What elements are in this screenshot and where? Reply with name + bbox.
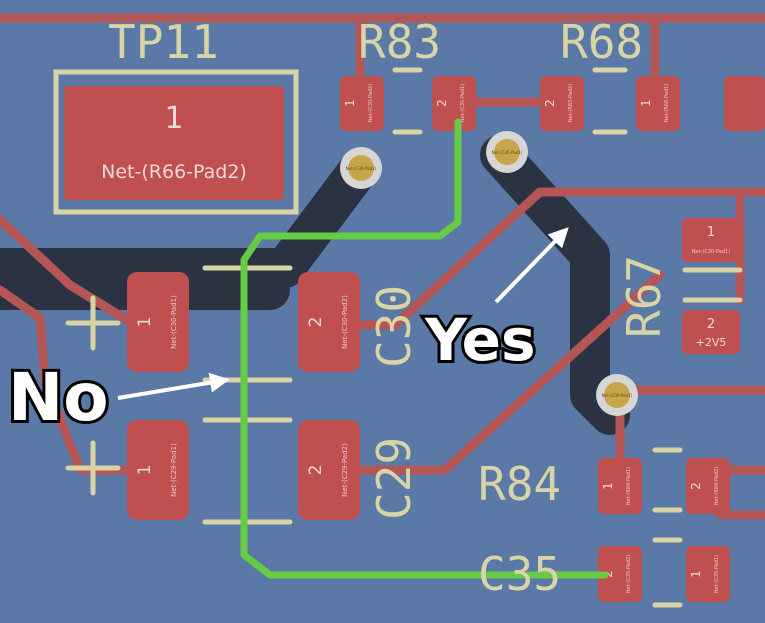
c30-pad-2-net: Net-(C30-Pad2) [341, 295, 349, 349]
r84-pad-1-net: Net-(R84-Pad1) [626, 467, 632, 505]
yes-annotation: Yes [424, 306, 536, 374]
via-2[interactable]: Net-(C35-Pad1) [486, 131, 528, 173]
ref-tp11: TP11 [108, 15, 219, 69]
yes-arrow [494, 227, 569, 304]
via-3[interactable]: Net-(C30-Pad1) [596, 374, 638, 416]
r68-pad-1[interactable] [636, 76, 680, 131]
r83-pad-1-net: Net-(C30-Pad2) [368, 84, 374, 122]
r83-pad-1-number: 1 [343, 99, 357, 107]
edge-pad[interactable] [724, 76, 765, 131]
via-3-net: Net-(C30-Pad1) [602, 393, 633, 398]
c30-pad-2-number: 2 [306, 317, 326, 328]
via-1[interactable]: Net-(C30-Pad2) [340, 147, 382, 189]
ref-c30: C30 [367, 285, 421, 368]
r83-pad-1[interactable] [340, 76, 384, 131]
r84-pad-1[interactable] [598, 458, 642, 514]
c29-pad-2-number: 2 [306, 465, 326, 476]
r84-pad-2[interactable] [686, 458, 730, 514]
r83-pad-2-net: Net-(C35-Pad1) [460, 84, 466, 122]
ref-r84: R84 [478, 457, 561, 511]
tp11-pin-number: 1 [164, 101, 183, 136]
via-2-net: Net-(C35-Pad1) [492, 150, 523, 155]
c29-pad-1[interactable] [127, 420, 189, 520]
r67-pad-2-number: 2 [707, 317, 715, 332]
no-arrow [117, 372, 230, 400]
c30-pad-1-net: Net-(C30-Pad1) [170, 295, 178, 349]
highlight-path [240, 118, 609, 579]
ref-r83: R83 [358, 15, 441, 69]
tp11-outline [53, 69, 299, 215]
r67-pad-2[interactable] [682, 310, 740, 354]
r84-pad-2-number: 2 [689, 482, 703, 490]
no-annotation: No [8, 359, 109, 436]
via-1-net: Net-(C30-Pad2) [346, 166, 377, 171]
r68-pad-2[interactable] [540, 76, 584, 131]
c30-plus-icon [65, 295, 121, 351]
c29-pad-1-number: 1 [135, 465, 155, 476]
c30-pad-1-number: 1 [135, 317, 155, 328]
r67-pad-2-net: +2V5 [696, 336, 727, 349]
r83-pad-2[interactable] [432, 76, 476, 131]
c35-pad-1-net: Net-(C35-Pad1) [714, 555, 720, 593]
c30-pad-1[interactable] [127, 272, 189, 372]
r67-pad-1[interactable] [682, 218, 740, 262]
c35-pad-1-number: 1 [689, 570, 703, 578]
r84-pad-2-net: Net-(R84-Pad2) [714, 467, 720, 505]
r67-pad-1-net: Net-(C30-Pad1) [692, 249, 730, 255]
r68-pad-2-number: 2 [543, 99, 557, 107]
r68-pad-1-number: 1 [639, 99, 653, 107]
r84-pad-1-number: 1 [601, 482, 615, 490]
ref-r68: R68 [560, 15, 643, 69]
ref-c29: C29 [367, 437, 421, 520]
c29-pad-2-net: Net-(C29-Pad2) [341, 443, 349, 497]
ref-c35: C35 [478, 547, 561, 601]
r83-pad-2-number: 2 [435, 99, 449, 107]
c35-pad-1[interactable] [686, 546, 730, 602]
r67-pad-1-number: 1 [707, 225, 715, 240]
tp11-net-label: Net-(R66-Pad2) [101, 161, 247, 183]
tp11-pad[interactable] [64, 86, 284, 200]
c29-pad-1-net: Net-(C29-Pad1) [170, 443, 178, 497]
ref-r67: R67 [617, 255, 671, 338]
c29-pad-2[interactable] [298, 420, 360, 520]
c30-pad-2[interactable] [298, 272, 360, 372]
c35-pad-2[interactable] [598, 546, 642, 602]
r68-pad-1-net: Net-(R68-Pad1) [664, 84, 670, 122]
r68-pad-2-net: Net-(R83-Pad2) [568, 84, 574, 122]
c29-plus-icon [65, 440, 121, 496]
c35-pad-2-net: Net-(C35-Pad2) [626, 555, 632, 593]
